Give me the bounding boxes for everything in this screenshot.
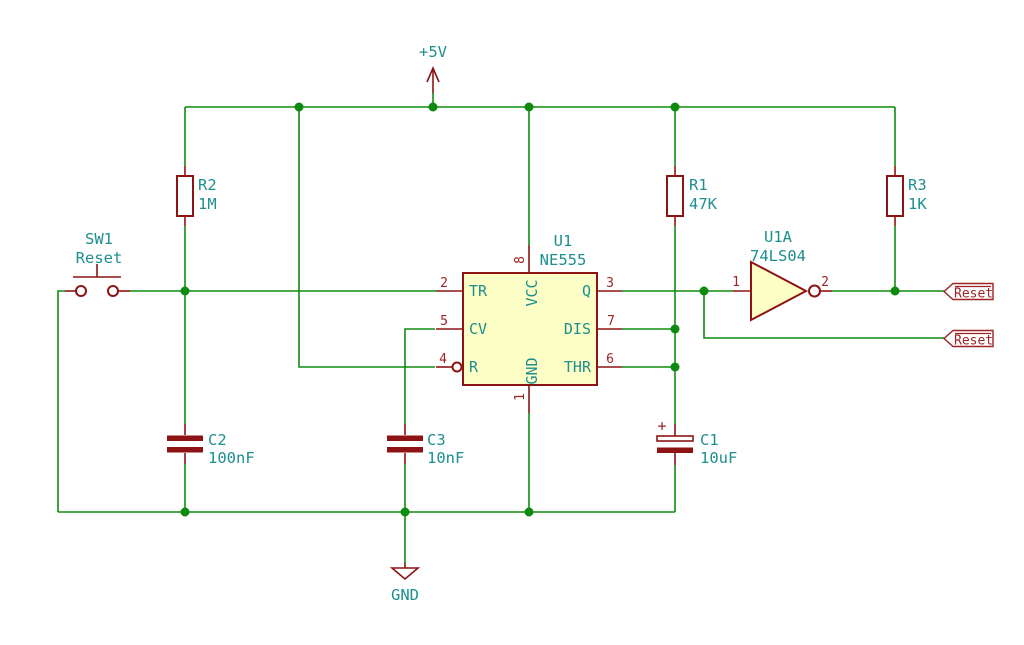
resistor-r1[interactable]: R1 47K [666,166,718,226]
u1-pin5-number: 5 [440,314,448,329]
u1-pin8-number: 8 [513,256,528,264]
junction-dot [699,286,709,296]
u1-pin-name-thr: THR [564,358,592,376]
c1-plate-top [656,435,694,442]
r2-body [176,175,194,217]
wire-reset-pin[interactable] [298,107,435,368]
capacitor-c2[interactable]: C2 100nF [167,424,255,467]
junction-dot [670,362,680,372]
switch-sw1[interactable]: SW1 Reset [65,230,130,297]
resistor-r2[interactable]: R2 1M [176,166,217,226]
gate-u1a-inverter[interactable]: 1 2 U1A 74LS04 [732,228,832,322]
r3-value-label: 1K [908,195,927,213]
reset-top-flag-icon [942,282,994,301]
junction-dot [524,507,534,517]
u1-body [462,272,598,386]
c3-plate-top [387,435,423,441]
u1-ref-label: U1 [554,232,573,250]
r3-body [886,175,904,217]
u1-pin7-number: 7 [607,314,615,329]
reset-top-label: Reset [954,287,993,302]
junction-dot [890,286,900,296]
reset-bottom-label: Reset [954,334,993,349]
c3-value-label: 10nF [427,449,464,467]
u1-value-label: NE555 [540,251,587,269]
wire-q-to-label[interactable] [703,291,944,339]
c2-ref-label: C2 [208,431,227,449]
c3-plate-bottom [387,447,423,453]
u1a-invert-bubble-icon [808,284,821,298]
u1-pin-name-q: Q [582,282,591,300]
r2-value-label: 1M [198,195,217,213]
c2-plate-bottom [167,447,203,453]
u1-pin4-invert-bubble-icon [451,361,463,373]
capacitor-c3[interactable]: C3 10nF [387,424,464,467]
ic-u1-ne555[interactable]: 2 5 4 3 7 6 8 1 TR CV R Q DIS THR VCC GN… [436,232,622,413]
u1-pin2-number: 2 [440,276,448,291]
u1-pin-name-r: R [469,358,479,376]
junction-dot [294,102,304,112]
sw1-value-label: Reset [76,249,123,267]
u1a-pin1-number: 1 [732,275,740,290]
junction-dot [428,102,438,112]
u1a-ref-label: U1A [764,228,793,246]
sw1-contact-left [75,285,87,297]
junction-dot [670,324,680,334]
r2-ref-label: R2 [198,176,217,194]
capacitor-c1[interactable]: + C1 10uF [656,417,737,467]
junction-dot [400,507,410,517]
power-symbol-gnd[interactable]: GND [389,563,421,604]
sw1-ref-label: SW1 [85,230,113,248]
u1a-pin2-number: 2 [821,275,829,290]
u1-pin-name-dis: DIS [564,320,591,338]
vcc-label: +5V [419,43,447,61]
resistor-r3[interactable]: R3 1K [886,166,927,226]
u1a-value-label: 74LS04 [750,247,806,265]
reset-bottom-flag-icon [942,329,994,348]
sw1-contact-right [107,285,119,297]
power-symbol-vcc[interactable]: +5V [419,43,447,93]
c1-value-label: 10uF [700,449,737,467]
u1-pin4-number: 4 [439,352,447,367]
vcc-arrow-icon [426,65,440,83]
net-label-reset-bottom[interactable]: Reset [942,329,994,349]
junction-dot [524,102,534,112]
junction-dot [670,102,680,112]
net-label-reset-top[interactable]: Reset [942,282,994,302]
r1-body [666,175,684,217]
wire-cv-c3[interactable] [404,328,435,424]
c1-ref-label: C1 [700,431,719,449]
wire-sw1-left[interactable] [57,290,65,512]
u1-pin-name-tr: TR [469,282,488,300]
gnd-label: GND [391,586,419,604]
junction-dot [180,507,190,517]
u1-pin1-number: 1 [513,393,528,401]
u1-pin-name-gnd: GND [523,357,541,384]
wire-net [57,93,944,563]
u1-pin-name-vcc: VCC [523,279,541,306]
c1-plate-bottom [657,447,693,453]
c1-polarity-mark: + [657,417,666,435]
u1a-triangle-icon [750,260,809,322]
gnd-triangle-icon [389,567,421,581]
u1-pin3-number: 3 [606,276,614,291]
r1-ref-label: R1 [689,176,708,194]
c2-plate-top [167,435,203,441]
junction-dots [180,102,900,517]
c3-ref-label: C3 [427,431,446,449]
c2-value-label: 100nF [208,449,255,467]
junction-dot [180,286,190,296]
r1-value-label: 47K [689,195,718,213]
r3-ref-label: R3 [908,176,927,194]
u1-pin-name-cv: CV [469,320,487,338]
u1-pin6-number: 6 [606,352,614,367]
